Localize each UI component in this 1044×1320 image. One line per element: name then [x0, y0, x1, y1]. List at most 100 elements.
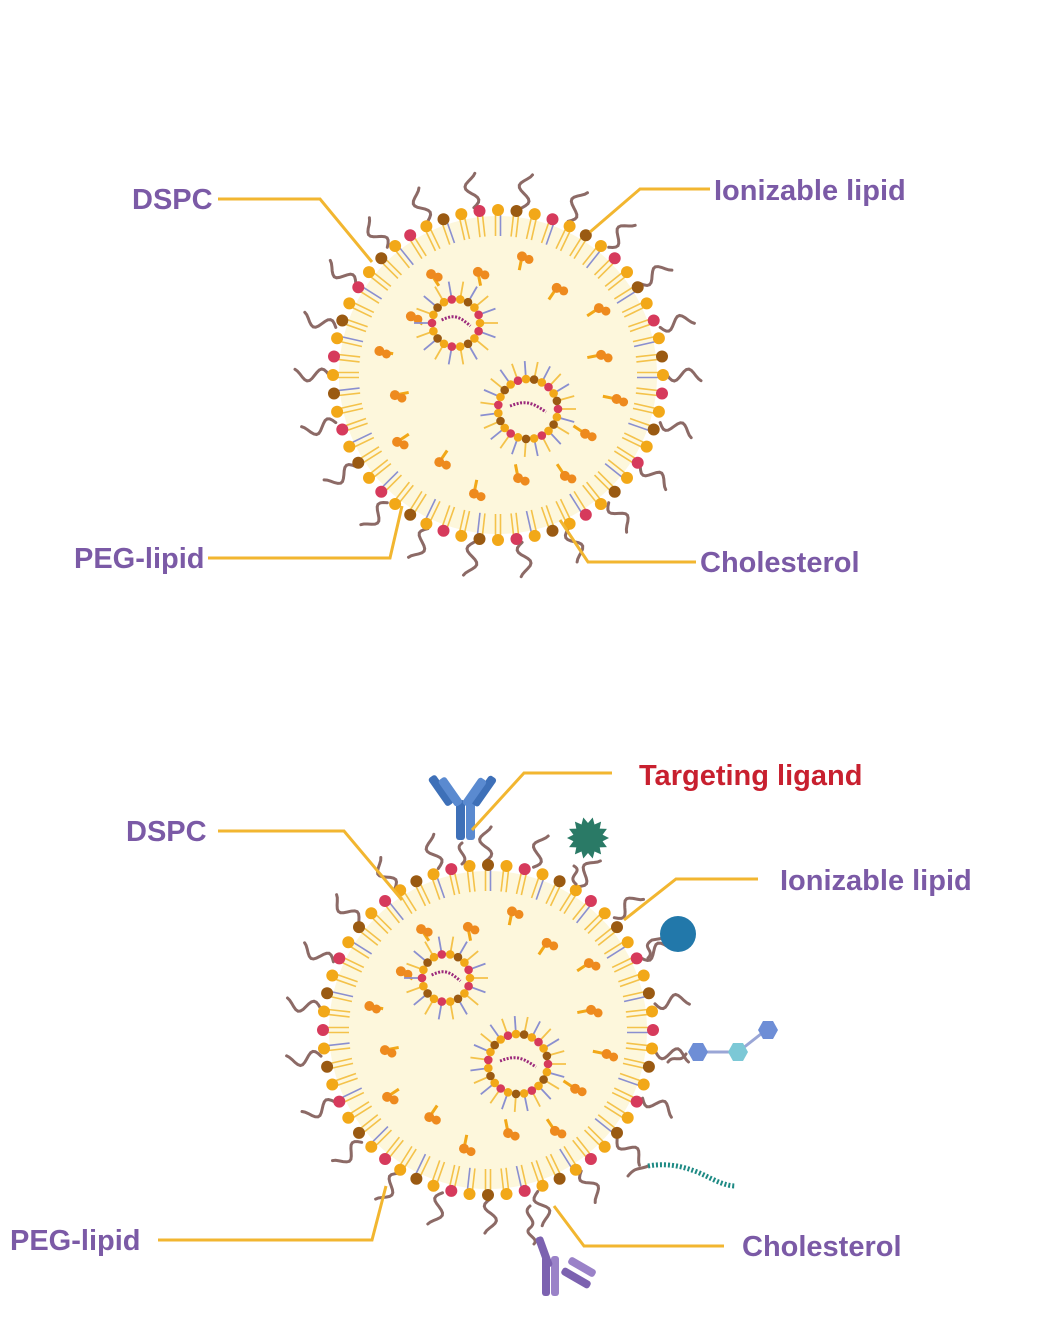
- lipid-head: [621, 471, 633, 484]
- cholesterol-ring: [462, 921, 473, 932]
- lipid-tail: [337, 358, 360, 363]
- lipid-nanoparticle: [293, 171, 703, 579]
- peg-strand: [322, 462, 358, 485]
- lipid-tail: [351, 432, 373, 444]
- peg-strand: [424, 832, 444, 870]
- lipid-tail: [415, 1153, 427, 1175]
- cholesterol-ring: [397, 393, 407, 403]
- cholesterol-ring: [441, 460, 451, 470]
- lipid-tail: [613, 450, 634, 464]
- lipid-head: [536, 1179, 549, 1192]
- lipid-tail: [632, 335, 655, 343]
- label-ionizable-lipid: Ionizable lipid: [780, 865, 972, 897]
- lipid-head: [427, 868, 440, 881]
- micelle-head: [544, 382, 553, 392]
- lipid-head: [482, 859, 494, 871]
- lipid-tail: [530, 1161, 540, 1184]
- lipid-tail: [431, 878, 441, 900]
- lipid-tail: [520, 873, 528, 896]
- lipid-tail: [500, 1168, 505, 1191]
- lipid-head: [389, 240, 402, 252]
- lipid-tail: [343, 1091, 365, 1103]
- lipid-head: [630, 952, 643, 965]
- lipid-tail: [481, 214, 486, 237]
- peg-strand: [426, 1191, 445, 1226]
- lipid-tail: [583, 1129, 601, 1147]
- lipid-tail: [362, 286, 383, 300]
- glycan-chain-ligand: [666, 1021, 778, 1064]
- lipid-head: [642, 1060, 655, 1073]
- micelle-head: [455, 295, 465, 304]
- lipid-tail: [359, 290, 380, 304]
- lipid-head: [404, 229, 417, 242]
- lipid-head: [652, 405, 665, 418]
- lipid-tail: [466, 870, 471, 893]
- lipid-head: [473, 533, 486, 545]
- lipid-head: [394, 1163, 407, 1176]
- lipid-tail: [604, 462, 623, 478]
- lipid-head: [594, 498, 607, 510]
- peg-strand: [638, 265, 674, 288]
- lipid-tail: [628, 318, 650, 328]
- micelle-head: [433, 334, 442, 343]
- leader-ionizable: [589, 187, 710, 234]
- micelle-head: [429, 994, 439, 1004]
- lipid-head: [352, 281, 365, 294]
- lipid-tail: [370, 459, 389, 475]
- lipid-tail: [505, 870, 510, 893]
- lipid-head: [336, 314, 349, 327]
- lipid-head: [326, 969, 339, 982]
- lipid-head: [631, 456, 644, 469]
- lipid-head: [510, 205, 523, 217]
- cholesterol-ring: [379, 1045, 390, 1056]
- micelle-head: [511, 1089, 521, 1099]
- peg-strand: [331, 1140, 364, 1164]
- rna-micelle: [470, 1016, 566, 1112]
- lipid-tail: [632, 407, 655, 415]
- lnp-diagram-targeted: DSPC Targeting ligand Ionizable lipid PE…: [10, 760, 972, 1296]
- lipid-head: [652, 332, 665, 345]
- lipid-tail: [446, 506, 456, 529]
- lipid-tail: [622, 1062, 645, 1070]
- peg-strand: [517, 173, 534, 210]
- peg-strand: [328, 258, 358, 286]
- lipid-head: [563, 517, 576, 530]
- lipid-tail: [328, 1047, 351, 1052]
- leader-targeting: [470, 771, 612, 832]
- lipid-tail: [413, 236, 427, 257]
- lipid-head: [553, 875, 566, 888]
- lipid-head: [410, 1172, 423, 1185]
- lipid-tail: [346, 422, 368, 432]
- lipid-tail: [398, 247, 414, 266]
- micelle-head: [486, 1047, 495, 1057]
- cholesterol-ring: [580, 428, 591, 439]
- peg-strand: [293, 367, 331, 383]
- lipid-head: [342, 936, 355, 949]
- leader-dspc: [218, 197, 374, 263]
- lipid-tail: [625, 1008, 648, 1013]
- micelle-head: [552, 396, 562, 406]
- lipid-head: [656, 387, 668, 400]
- micelle-head: [429, 310, 438, 320]
- lipid-head: [656, 350, 668, 363]
- lipid-head: [536, 868, 549, 881]
- lipid-tail: [371, 1125, 389, 1143]
- rna-strand: [441, 315, 472, 328]
- lipid-head: [510, 533, 523, 545]
- cholesterol-ring: [476, 492, 486, 502]
- lipid-tail: [344, 323, 367, 333]
- lipid-tail: [626, 1013, 649, 1018]
- lipid-tail: [375, 1129, 393, 1147]
- cholesterol-ring: [596, 349, 607, 360]
- cholesterol-ring: [423, 927, 433, 937]
- lipid-head: [528, 529, 541, 542]
- peptide-ligand: [626, 1162, 737, 1189]
- lipid-head: [455, 208, 468, 221]
- lipid-tail: [619, 978, 642, 988]
- peg-strand: [563, 527, 585, 564]
- cholesterol-ring: [413, 314, 423, 324]
- lipid-tail: [535, 878, 545, 900]
- lipid-head: [569, 884, 582, 897]
- lipid-head: [352, 456, 365, 469]
- cholesterol-ring: [503, 1128, 514, 1139]
